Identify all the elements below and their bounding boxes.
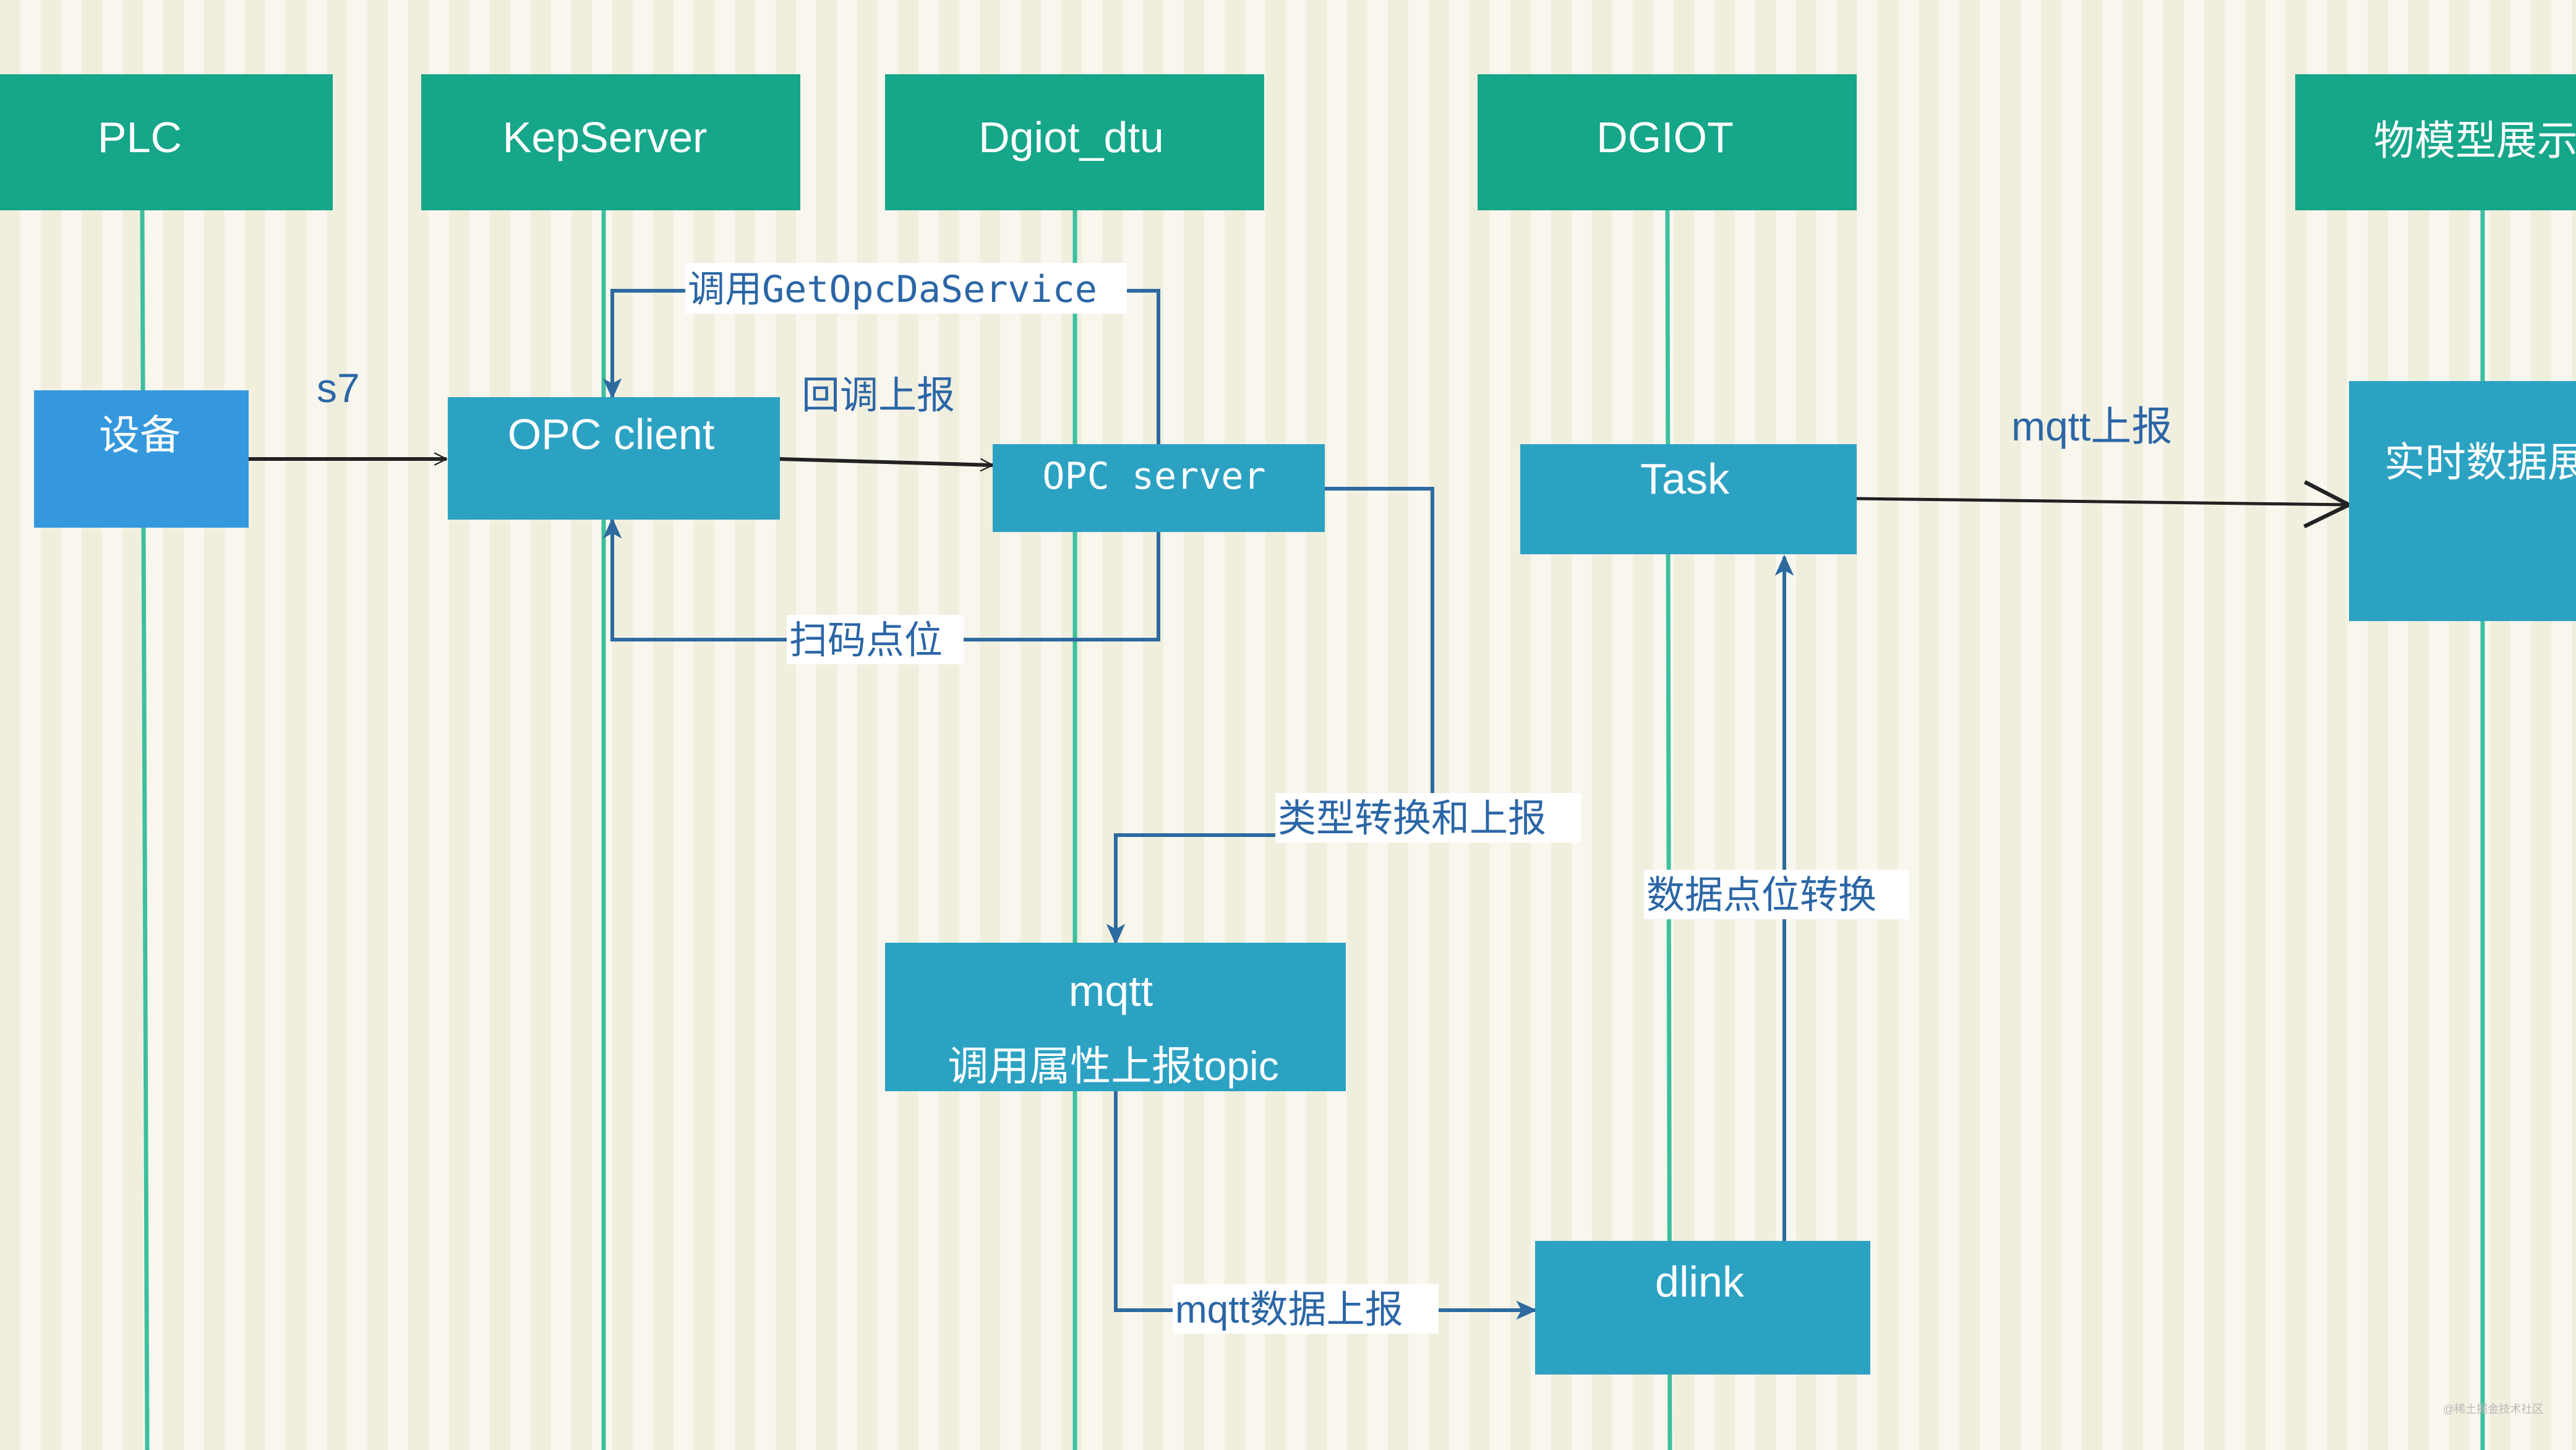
lane-title-plc: PLC xyxy=(98,113,182,161)
box-device: 设备 xyxy=(34,390,249,528)
label-callback-report: 回调上报 xyxy=(802,374,955,417)
label-type-convert-bg xyxy=(1275,793,1581,843)
label-scan-points: 扫码点位 xyxy=(789,619,943,662)
box-dlink: dlink xyxy=(1535,1241,1870,1375)
label-mqtt-data-report: mqtt数据上报 xyxy=(1175,1289,1403,1331)
box-opc-server-label: OPC server xyxy=(1042,455,1265,498)
label-call-service-bg xyxy=(685,263,1127,314)
lane-title-dgiot-dtu: Dgiot_dtu xyxy=(978,113,1164,161)
box-device-label: 设备 xyxy=(99,412,181,458)
lane-header-kepserver: KepServer xyxy=(421,74,800,210)
box-realtime-data: 实时数据展示 xyxy=(2349,381,2576,621)
lane-title-kepserver: KepServer xyxy=(503,113,708,161)
label-s7: s7 xyxy=(317,365,360,411)
label-scan-points-bg xyxy=(787,615,964,664)
lane-header-dgiot-dtu: Dgiot_dtu xyxy=(885,74,1264,210)
arrow-callback-report xyxy=(779,457,993,465)
label-mqtt-data-report-bg xyxy=(1173,1284,1439,1334)
box-mqtt: mqtt 调用属性上报topic xyxy=(885,943,1346,1091)
box-task: Task xyxy=(1520,444,1857,554)
arrow-mqtt-report xyxy=(1856,499,2349,505)
lane-title-dgiot: DGIOT xyxy=(1596,113,1734,161)
box-mqtt-label: mqtt xyxy=(1069,967,1153,1015)
label-data-point-convert-bg xyxy=(1644,870,1909,919)
lane-header-plc: PLC xyxy=(0,74,333,210)
label-data-point-convert: 数据点位转换 xyxy=(1646,874,1876,917)
box-mqtt-sublabel: 调用属性上报topic xyxy=(948,1043,1278,1089)
watermark: @稀土掘金技术社区 xyxy=(2443,1403,2543,1415)
box-task-label: Task xyxy=(1640,455,1730,503)
label-type-convert: 类型转换和上报 xyxy=(1278,797,1546,840)
lane-header-dgiot: DGIOT xyxy=(1478,74,1857,210)
box-opc-client-label: OPC client xyxy=(508,410,715,458)
label-mqtt-report: mqtt上报 xyxy=(2011,403,2172,449)
lane-title-thing-model: 物模型展示 xyxy=(2374,118,2576,163)
box-dlink-label: dlink xyxy=(1655,1258,1745,1306)
label-call-service: 调用GetOpcDaService xyxy=(688,268,1097,311)
box-realtime-data-label: 实时数据展示 xyxy=(2384,439,2576,485)
box-opc-server: OPC server xyxy=(993,444,1325,532)
lane-header-thing-model: 物模型展示 xyxy=(2295,74,2576,210)
box-opc-client: OPC client xyxy=(448,397,780,520)
